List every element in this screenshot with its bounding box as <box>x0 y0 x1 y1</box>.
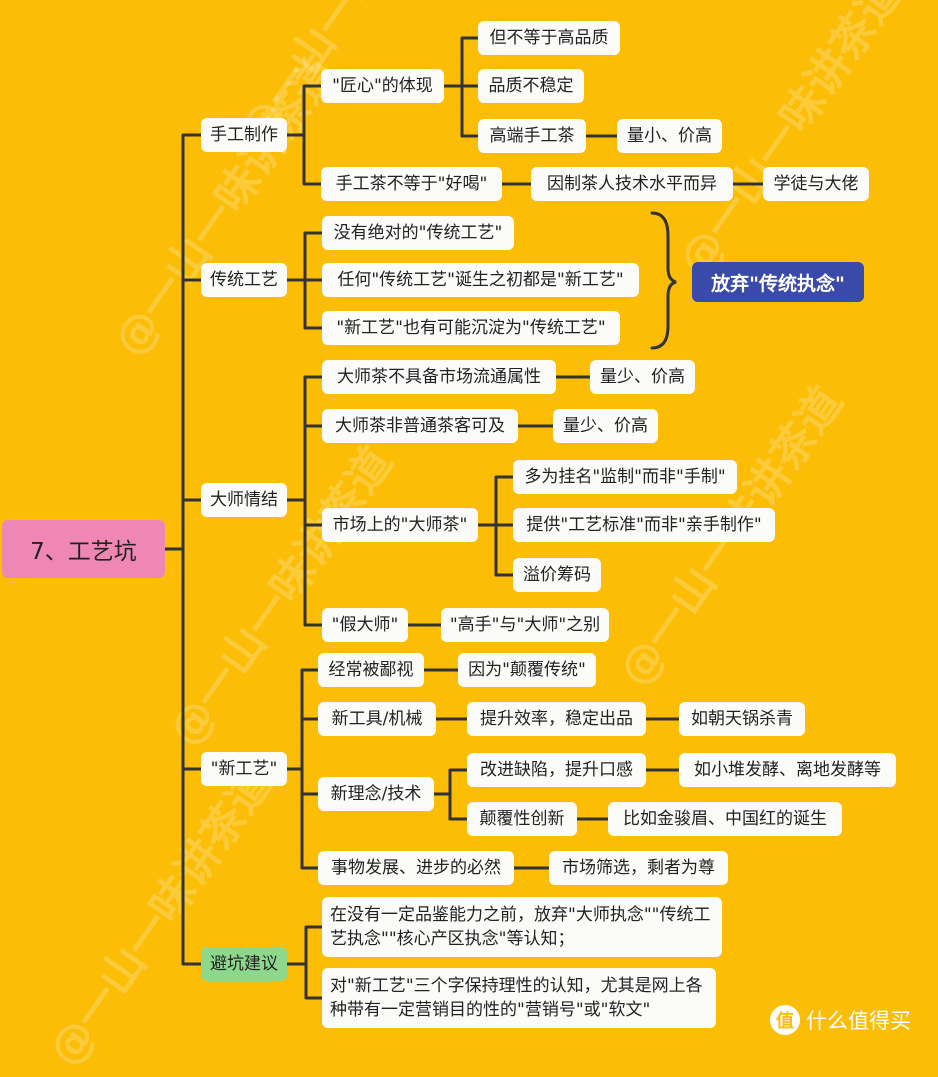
node-master-not-reachable[interactable]: 大师茶非普通茶客可及 <box>322 409 518 443</box>
node-efficiency-example[interactable]: 如朝天锅杀青 <box>679 702 805 736</box>
node-disruptive-innovation[interactable]: 颠覆性创新 <box>467 802 577 836</box>
brand-logo: 值 什么值得买 <box>770 1002 911 1038</box>
node-new-may-become-tradition[interactable]: "新工艺"也有可能沉淀为"传统工艺" <box>322 311 620 345</box>
node-apprentice-master[interactable]: 学徒与大佬 <box>763 167 869 201</box>
branch-manual[interactable]: 手工制作 <box>201 118 287 152</box>
node-premium-chip[interactable]: 溢价筹码 <box>513 558 601 592</box>
node-craftsmanship[interactable]: "匠心"的体现 <box>321 69 444 103</box>
node-new-ideas[interactable]: 新理念/技术 <box>318 777 434 811</box>
root-topic[interactable]: 7、工艺坑 <box>2 520 165 578</box>
node-avoid-tip-1[interactable]: 在没有一定品鉴能力之前，放弃"大师执念""传统工艺执念""核心产区执念"等认知； <box>322 897 722 957</box>
node-efficiency[interactable]: 提升效率，稳定出品 <box>467 702 646 736</box>
branch-master[interactable]: 大师情结 <box>201 483 287 517</box>
node-new-tools[interactable]: 新工具/机械 <box>318 702 436 736</box>
node-fake-master[interactable]: "假大师" <box>322 608 408 642</box>
node-not-high-quality[interactable]: 但不等于高品质 <box>478 21 620 55</box>
node-craft-standard[interactable]: 提供"工艺标准"而非"亲手制作" <box>513 508 775 542</box>
brand-icon: 值 <box>770 1005 800 1035</box>
branch-new-craft[interactable]: "新工艺" <box>201 752 287 786</box>
node-not-tasty[interactable]: 手工茶不等于"好喝" <box>321 167 502 201</box>
summary-callout[interactable]: 放弃"传统执念" <box>692 262 864 302</box>
node-disruptive-example[interactable]: 比如金骏眉、中国红的诞生 <box>608 802 842 836</box>
branch-avoid[interactable]: 避坑建议 <box>201 947 287 981</box>
node-improve-example[interactable]: 如小堆发酵、离地发酵等 <box>679 753 896 787</box>
brand-label: 什么值得买 <box>806 1009 911 1033</box>
node-market-master-tea[interactable]: 市场上的"大师茶" <box>322 508 478 542</box>
node-often-despised[interactable]: 经常被鄙视 <box>318 653 424 687</box>
node-unstable-quality[interactable]: 品质不稳定 <box>478 69 584 103</box>
node-highend-handmade[interactable]: 高端手工茶 <box>478 119 586 153</box>
node-master-not-market[interactable]: 大师茶不具备市场流通属性 <box>322 360 556 394</box>
node-master-not-reachable-detail[interactable]: 量少、价高 <box>553 409 658 443</box>
node-despised-reason[interactable]: 因为"颠覆传统" <box>458 653 596 687</box>
node-tradition-was-new[interactable]: 任何"传统工艺"诞生之初都是"新工艺" <box>322 263 639 297</box>
node-varies-by-maker[interactable]: 因制茶人技术水平而异 <box>531 167 733 201</box>
node-no-absolute-tradition[interactable]: 没有绝对的"传统工艺" <box>322 216 514 250</box>
node-avoid-tip-2[interactable]: 对"新工艺"三个字保持理性的认知，尤其是网上各种带有一定营销目的性的"营销号"或… <box>322 968 716 1028</box>
node-master-not-market-detail[interactable]: 量少、价高 <box>590 360 695 394</box>
node-named-supervision[interactable]: 多为挂名"监制"而非"手制" <box>513 460 737 494</box>
branch-traditional[interactable]: 传统工艺 <box>201 263 287 297</box>
node-inevitable-progress[interactable]: 事物发展、进步的必然 <box>318 851 514 885</box>
node-improve-flaws[interactable]: 改进缺陷，提升口感 <box>467 753 646 787</box>
node-highend-detail[interactable]: 量小、价高 <box>617 119 722 153</box>
mindmap-connectors <box>163 36 765 1000</box>
node-fake-master-detail[interactable]: "高手"与"大师"之别 <box>441 608 609 642</box>
node-market-selection[interactable]: 市场筛选，剩者为尊 <box>549 851 728 885</box>
